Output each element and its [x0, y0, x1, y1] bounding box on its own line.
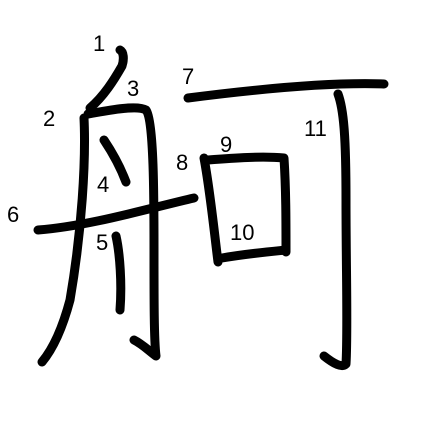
- stroke-2: [37, 113, 89, 367]
- stroke-number-11: 11: [304, 116, 327, 141]
- stroke-number-2: 2: [43, 106, 55, 131]
- stroke-number-4: 4: [97, 172, 109, 197]
- stroke-number-9: 9: [220, 132, 232, 157]
- stroke-number-8: 8: [176, 150, 188, 175]
- stroke-number-7: 7: [182, 64, 194, 89]
- stroke-8: [199, 153, 223, 267]
- stroke-number-10: 10: [230, 220, 254, 245]
- stroke-11: [319, 89, 352, 371]
- stroke-5: [111, 231, 126, 315]
- stroke-number-1: 1: [93, 31, 105, 56]
- stroke-number-6: 6: [7, 202, 19, 227]
- stroke-number-3: 3: [127, 76, 139, 101]
- stroke-number-5: 5: [96, 230, 108, 255]
- stroke-7: [183, 79, 389, 103]
- stroke-6: [33, 193, 199, 235]
- stroke-3: [83, 103, 161, 361]
- stroke-9: [203, 152, 291, 257]
- stroke-1: [85, 45, 128, 113]
- stroke-10: [217, 245, 291, 263]
- stroke-4: [99, 135, 131, 187]
